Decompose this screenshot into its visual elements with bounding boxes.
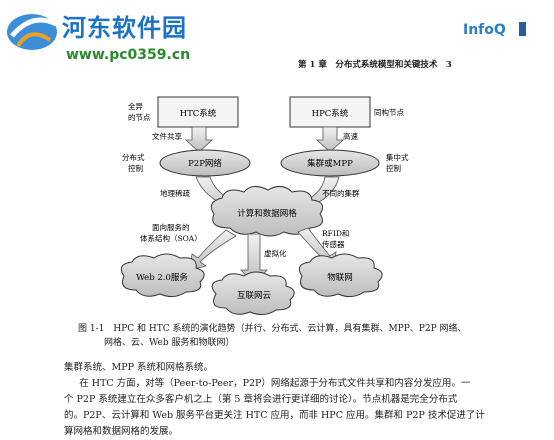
arrow-grid-to-web20 xyxy=(189,229,237,271)
label-disparate-nodes-2: 的节点 xyxy=(128,112,151,122)
body-text: 集群系统、MPP 系统和网格系统。 在 HTC 方面，对等（Peer-to-Pe… xyxy=(64,360,504,440)
cluster-mpp-label: 集群或MPP xyxy=(307,158,353,169)
cluster-mpp-ellipse xyxy=(280,149,380,177)
internet-cloud-label: 互联网云 xyxy=(237,291,272,301)
web20-cloud-label: Web 2.0服务 xyxy=(136,272,188,283)
label-disparate-nodes-1: 全异 xyxy=(128,101,143,111)
infoq-brand: InfoQ xyxy=(463,22,506,38)
label-rfid-sensors-1: RFID和 xyxy=(322,229,349,238)
watermark-site-name: 河东软件园 xyxy=(62,14,187,42)
body-line-1: 集群系统、MPP 系统和网格系统。 xyxy=(64,362,214,373)
label-homogeneous-nodes: 同构节点 xyxy=(374,107,404,117)
body-line-4: 的。P2P、云计算和 Web 服务平台更关注 HTC 应用，而非 HPC 应用。… xyxy=(64,410,485,421)
label-distributed-control-1: 分布式 xyxy=(122,152,145,162)
internet-cloud xyxy=(211,271,295,316)
label-distributed-control-2: 控制 xyxy=(128,163,143,173)
figure-caption: 图 1-1 HPC 和 HTC 系统的演化趋势（并行、分布式、云计算，具有集群、… xyxy=(78,322,498,350)
p2p-network-ellipse xyxy=(159,149,251,177)
hpc-system-box xyxy=(289,96,371,128)
label-file-sharing: 文件共享 xyxy=(152,131,182,141)
label-centralized-control-1: 集中式 xyxy=(386,152,409,162)
label-virtualization: 虚拟化 xyxy=(264,248,287,258)
grid-cloud-label: 计算和数据网格 xyxy=(237,208,297,219)
label-disparate-clusters: 不同的集群 xyxy=(322,188,360,198)
figure-caption-line-2: 网格、云、Web 服务和物联网） xyxy=(104,338,235,348)
p2p-network-label: P2P网络 xyxy=(188,158,222,169)
grid-cloud xyxy=(210,186,324,237)
iot-cloud-label: 物联网 xyxy=(327,272,353,283)
htc-system-label: HTC系统 xyxy=(180,108,217,119)
label-centralized-control-2: 控制 xyxy=(386,163,401,173)
figure-caption-line-1: 图 1-1 HPC 和 HTC 系统的演化趋势（并行、分布式、云计算，具有集群、… xyxy=(78,324,467,334)
watermark-url: www.pc0359.cn xyxy=(66,47,191,63)
watermark-logo xyxy=(7,14,58,50)
hpc-system-label: HPC系统 xyxy=(312,108,349,119)
web20-cloud xyxy=(120,253,205,298)
label-soa-1: 面向服务的 xyxy=(152,222,190,232)
arrow-htc-to-p2p xyxy=(184,126,214,153)
label-soa-2: 体系结构（SOA） xyxy=(140,233,202,243)
body-line-2: 在 HTC 方面，对等（Peer-to-Peer，P2P）网络起源于分布式文件共… xyxy=(79,378,471,389)
iot-cloud xyxy=(298,253,383,298)
label-geo-sparse: 地理稀疏 xyxy=(160,188,190,198)
infoq-logo-icon xyxy=(519,22,526,36)
running-head: 第 1 章 分布式系统模型和关键技术 3 xyxy=(298,60,452,70)
body-line-5: 算网格和数据网格的发展。 xyxy=(64,426,179,437)
htc-system-box xyxy=(157,96,239,128)
label-high-speed: 高速 xyxy=(343,131,358,141)
body-line-3: 个 P2P 系统建立在众多客户机之上（第 5 章将会进行更详细的讨论）。节点机器… xyxy=(64,394,458,405)
arrow-hpc-to-cluster xyxy=(315,126,345,153)
label-rfid-sensors-2: 传感器 xyxy=(322,239,345,249)
evolution-diagram: HTC系统 HPC系统 P2P网络 集群或MPP 计算和数据网格 Web 2.0… xyxy=(120,96,409,316)
